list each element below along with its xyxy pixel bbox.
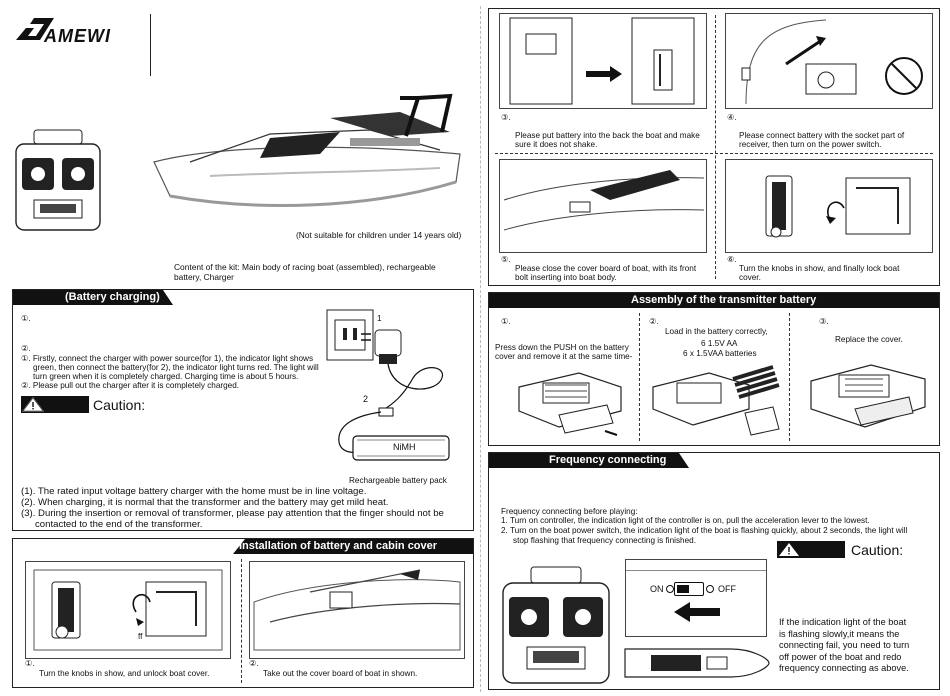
step-number: ①. xyxy=(25,659,35,668)
section-header-bar xyxy=(233,539,473,554)
kit-content: Content of the kit: Main body of racing … xyxy=(174,262,436,282)
step-text: 6 1.5V AA xyxy=(701,339,738,348)
step4-image xyxy=(725,13,933,109)
step-text: receiver, then turn on the power switch. xyxy=(739,140,882,149)
instruction-line: stop flashing that frequency connecting … xyxy=(513,536,696,545)
step-text: Press down the PUSH on the battery xyxy=(495,343,629,352)
logo-text: AMEWI xyxy=(44,26,111,46)
arrow-left-icon xyxy=(674,602,720,622)
battery-type-label: NiMH xyxy=(393,442,416,452)
step-image-remove-cover xyxy=(249,561,465,659)
instruction-line: ②. Please pull out the charger after it … xyxy=(21,381,240,390)
note-line: (2). When charging, it is normal that th… xyxy=(21,497,389,508)
section-title: Installation of battery and cabin cover xyxy=(239,540,438,552)
boat-illustration xyxy=(150,92,470,222)
note-line: (1). The rated input voltage battery cha… xyxy=(21,486,367,497)
caution-box xyxy=(21,396,89,413)
step-text: cover and remove it at the same time- xyxy=(495,352,633,361)
transmitter-closed-image xyxy=(805,357,933,439)
frequency-intro: Frequency connecting before playing: xyxy=(501,507,638,516)
cabin-cover-section: Installation of battery and cabin cover … xyxy=(12,538,474,688)
power-switch[interactable] xyxy=(674,582,704,596)
step-number: ②. xyxy=(249,659,259,668)
transmitter-batteries-image xyxy=(649,363,785,441)
power-switch-panel: ON OFF xyxy=(625,559,767,637)
step-text: bolt inserting into boat body. xyxy=(515,273,617,282)
step-text: sure it does not shake. xyxy=(515,140,598,149)
logo-mark-icon xyxy=(16,18,54,40)
step3-image xyxy=(499,13,707,109)
instruction-line: 1. Turn on controller, the indication li… xyxy=(501,516,870,525)
instruction-line: 2. Turn on the boat power switch, the in… xyxy=(501,526,908,535)
step-text: Please close the cover board of boat, wi… xyxy=(515,264,697,273)
step5-image xyxy=(499,159,707,253)
section-header-bar xyxy=(489,453,689,468)
step-text: Take out the cover board of boat in show… xyxy=(263,669,418,678)
step-text: Please connect battery with the socket p… xyxy=(739,131,905,140)
controller-image xyxy=(499,563,613,687)
step-number: ④. xyxy=(727,113,737,122)
page-fold xyxy=(480,6,481,692)
step-number: ⑥. xyxy=(727,255,737,264)
step-text: Please put battery into the back the boa… xyxy=(515,131,700,140)
caution-note: If the indication light of the boat is f… xyxy=(779,617,929,675)
image-label: ff xyxy=(138,632,143,641)
step-number: ⑤. xyxy=(501,255,511,264)
switch-on-label: ON xyxy=(650,584,664,594)
switch-off-label: OFF xyxy=(718,584,736,594)
step-text: Load in the battery correctly, xyxy=(665,327,768,336)
charger-illustration: 1 2 NiMH xyxy=(313,304,463,478)
caution-box xyxy=(777,541,845,558)
section-title: Frequency connecting xyxy=(549,454,667,466)
instruction-line: turn green when it is completely charged… xyxy=(33,372,299,381)
caution-label: Caution: xyxy=(851,542,904,558)
transmitter-illustration xyxy=(14,128,102,236)
step-number: ③. xyxy=(501,113,511,122)
section-header-bar xyxy=(489,293,939,308)
step-text: Turn the knobs in show, and finally lock… xyxy=(739,264,900,273)
battery-charging-section: (Battery charging) ①. ②. ①. Firstly, con… xyxy=(12,289,474,531)
note-line: If the indication light of the boat xyxy=(779,617,907,627)
brand-logo: AMEWI xyxy=(14,14,126,48)
section-header-bar xyxy=(13,290,173,305)
section-title: Assembly of the transmitter battery xyxy=(631,294,817,306)
step-text: 6 x 1.5VAA batteries xyxy=(683,349,757,358)
step-number: ①. xyxy=(501,317,511,326)
instruction-line: green, then connect the battery(for 2), … xyxy=(33,363,319,372)
note-line: contacted to the end of the transformer. xyxy=(35,519,203,530)
note-line: off power of the boat and redo xyxy=(779,651,902,662)
step-number: ②. xyxy=(649,317,659,326)
step-number: ③. xyxy=(819,317,829,326)
step-image-unlock: ff xyxy=(25,561,231,659)
caution-label: Caution: xyxy=(93,397,146,413)
section-title: (Battery charging) xyxy=(65,291,160,303)
instruction-line: ①. Firstly, connect the charger with pow… xyxy=(21,354,314,363)
boat-top-image xyxy=(621,639,771,685)
note-line: (3). During the insertion or removal of … xyxy=(21,508,444,519)
note-line: frequency connecting as above. xyxy=(779,663,909,673)
note-line: connecting fail, you need to turn xyxy=(779,640,910,650)
warning-icon xyxy=(21,397,45,412)
step-number: ①. xyxy=(21,314,31,323)
age-warning: (Not suitable for children under 14 year… xyxy=(296,230,462,240)
callout-label: 1 xyxy=(377,314,382,323)
transmitter-open-image xyxy=(509,367,629,441)
warning-icon xyxy=(779,543,799,556)
step-text: Replace the cover. xyxy=(835,335,903,344)
callout-label: 2 xyxy=(363,394,369,404)
step6-image xyxy=(725,159,933,253)
logo-divider xyxy=(150,14,151,76)
pack-label: Rechargeable battery pack xyxy=(349,476,447,485)
step-number: ②. xyxy=(21,344,31,353)
transmitter-battery-section: Assembly of the transmitter battery ①. P… xyxy=(488,292,940,446)
frequency-section: Frequency connecting Frequency connectin… xyxy=(488,452,940,690)
boat-battery-steps: ③. Please put battery into the back the … xyxy=(488,8,940,286)
note-line: is flashing slowly,it means the xyxy=(779,628,900,639)
step-text: Turn the knobs in show, and unlock boat … xyxy=(39,669,210,678)
step-text: cover. xyxy=(739,273,761,282)
